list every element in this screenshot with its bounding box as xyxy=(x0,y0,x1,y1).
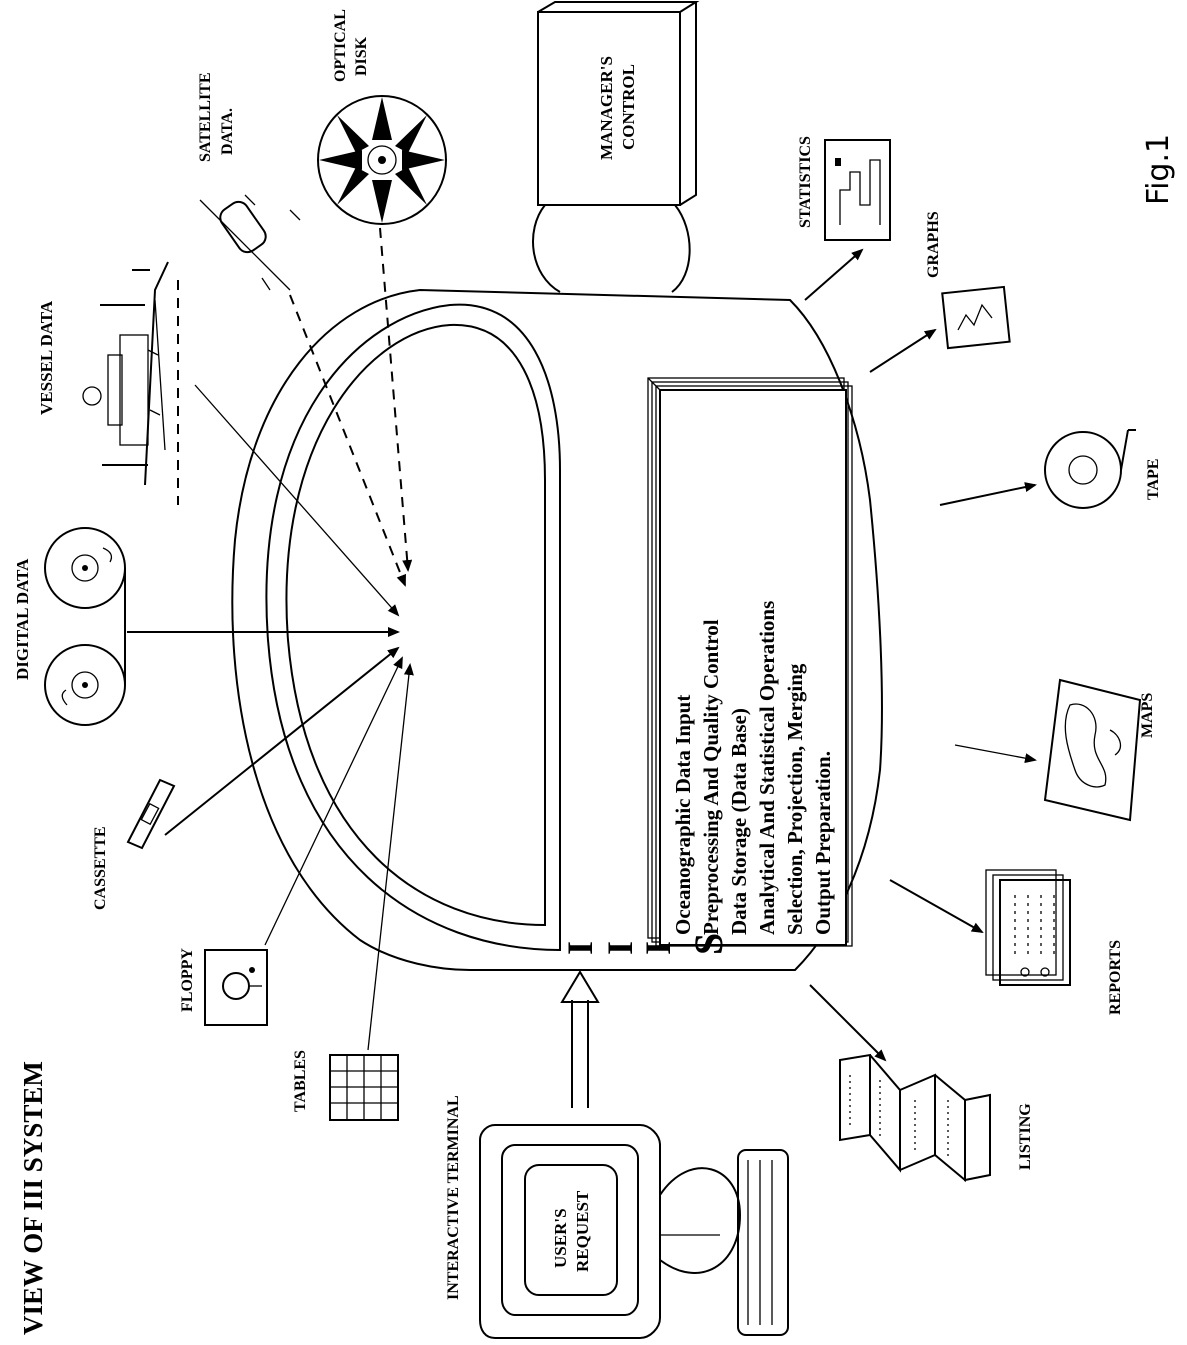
tape-icon xyxy=(1044,429,1136,509)
system-letter-4: S xyxy=(686,933,731,955)
vessel-data-label: VESSEL DATA xyxy=(37,300,56,415)
satellite-label-1: SATELLITE xyxy=(197,72,214,162)
digital-data-reels-icon xyxy=(44,527,126,726)
operation-line-3: Data Storage (Data Base) xyxy=(727,708,751,935)
system-ring-outer xyxy=(265,303,562,952)
listing-icon xyxy=(839,1053,991,1183)
user-request-label-1: USER'S xyxy=(551,1208,570,1268)
satellite-data-arrow xyxy=(289,294,406,587)
operation-line-4: Analytical And Statistical Operations xyxy=(755,601,779,935)
optical-disk-icon xyxy=(317,95,447,225)
maps-label: MAPS xyxy=(1139,693,1156,738)
figure-label: Fig.1 xyxy=(1141,134,1176,205)
tape-label: TAPE xyxy=(1145,459,1162,500)
optical-disk-label-1: OPTICAL xyxy=(332,9,349,82)
vessel-ship-icon xyxy=(82,261,179,505)
floppy-arrow xyxy=(264,656,403,946)
maps-arrow xyxy=(954,744,1037,764)
graphs-icon xyxy=(941,285,1011,350)
operation-line-6: Output Preparation. xyxy=(811,751,835,935)
operation-line-2: Preprocessing And Quality Control xyxy=(699,619,723,935)
graphs-arrow xyxy=(869,328,937,373)
cassette-arrow xyxy=(164,646,400,836)
operation-line-5: Selection, Projection, Merging xyxy=(783,663,807,935)
statistics-arrow xyxy=(804,248,864,301)
cassette-label: CASSETTE xyxy=(92,826,109,910)
maps-icon xyxy=(1043,678,1142,822)
operations-stack xyxy=(647,377,853,947)
reports-icon xyxy=(985,869,1071,986)
floppy-label: FLOPPY xyxy=(179,948,196,1012)
system-letter-3: I xyxy=(638,941,678,955)
digital-data-label: DIGITAL DATA xyxy=(13,558,32,680)
satellite-label-2: DATA. xyxy=(219,108,236,155)
vessel-data-arrow xyxy=(194,384,400,617)
satellite-icon xyxy=(199,194,301,291)
floppy-icon xyxy=(204,949,268,1026)
listing-arrow xyxy=(809,984,887,1062)
operation-line-1: Oceanographic Data Input xyxy=(671,695,695,935)
statistics-label: STATISTICS xyxy=(797,136,814,228)
system-letter-2: I xyxy=(600,941,640,955)
statistics-icon xyxy=(824,139,891,241)
page-title: VIEW OF III SYSTEM xyxy=(18,1061,48,1335)
tape-arrow xyxy=(939,482,1037,506)
reports-arrow xyxy=(889,879,984,933)
manager-control-box xyxy=(532,0,700,293)
system-drum-outer xyxy=(231,288,883,971)
tables-icon xyxy=(329,1054,399,1121)
user-request-label-2: REQUEST xyxy=(573,1190,592,1272)
reports-label: REPORTS xyxy=(1107,940,1124,1015)
tables-label: TABLES xyxy=(292,1050,309,1112)
manager-control-label-2: CONTROL xyxy=(619,64,638,150)
manager-control-label-1: MANAGER'S xyxy=(597,56,616,160)
interactive-terminal-label: INTERACTIVE TERMINAL xyxy=(445,1095,462,1300)
cassette-icon xyxy=(126,778,176,850)
system-ring-inner xyxy=(285,323,547,927)
graphs-label: GRAPHS xyxy=(925,211,942,278)
system-letter-1: I xyxy=(560,941,600,955)
optical-disk-label-2: DISK xyxy=(353,36,370,76)
listing-label: LISTING xyxy=(1017,1103,1034,1170)
tables-arrow xyxy=(367,663,414,1051)
terminal-icon xyxy=(479,1124,789,1339)
optical-disk-arrow xyxy=(379,227,413,572)
user-request-arrow xyxy=(560,970,600,1108)
